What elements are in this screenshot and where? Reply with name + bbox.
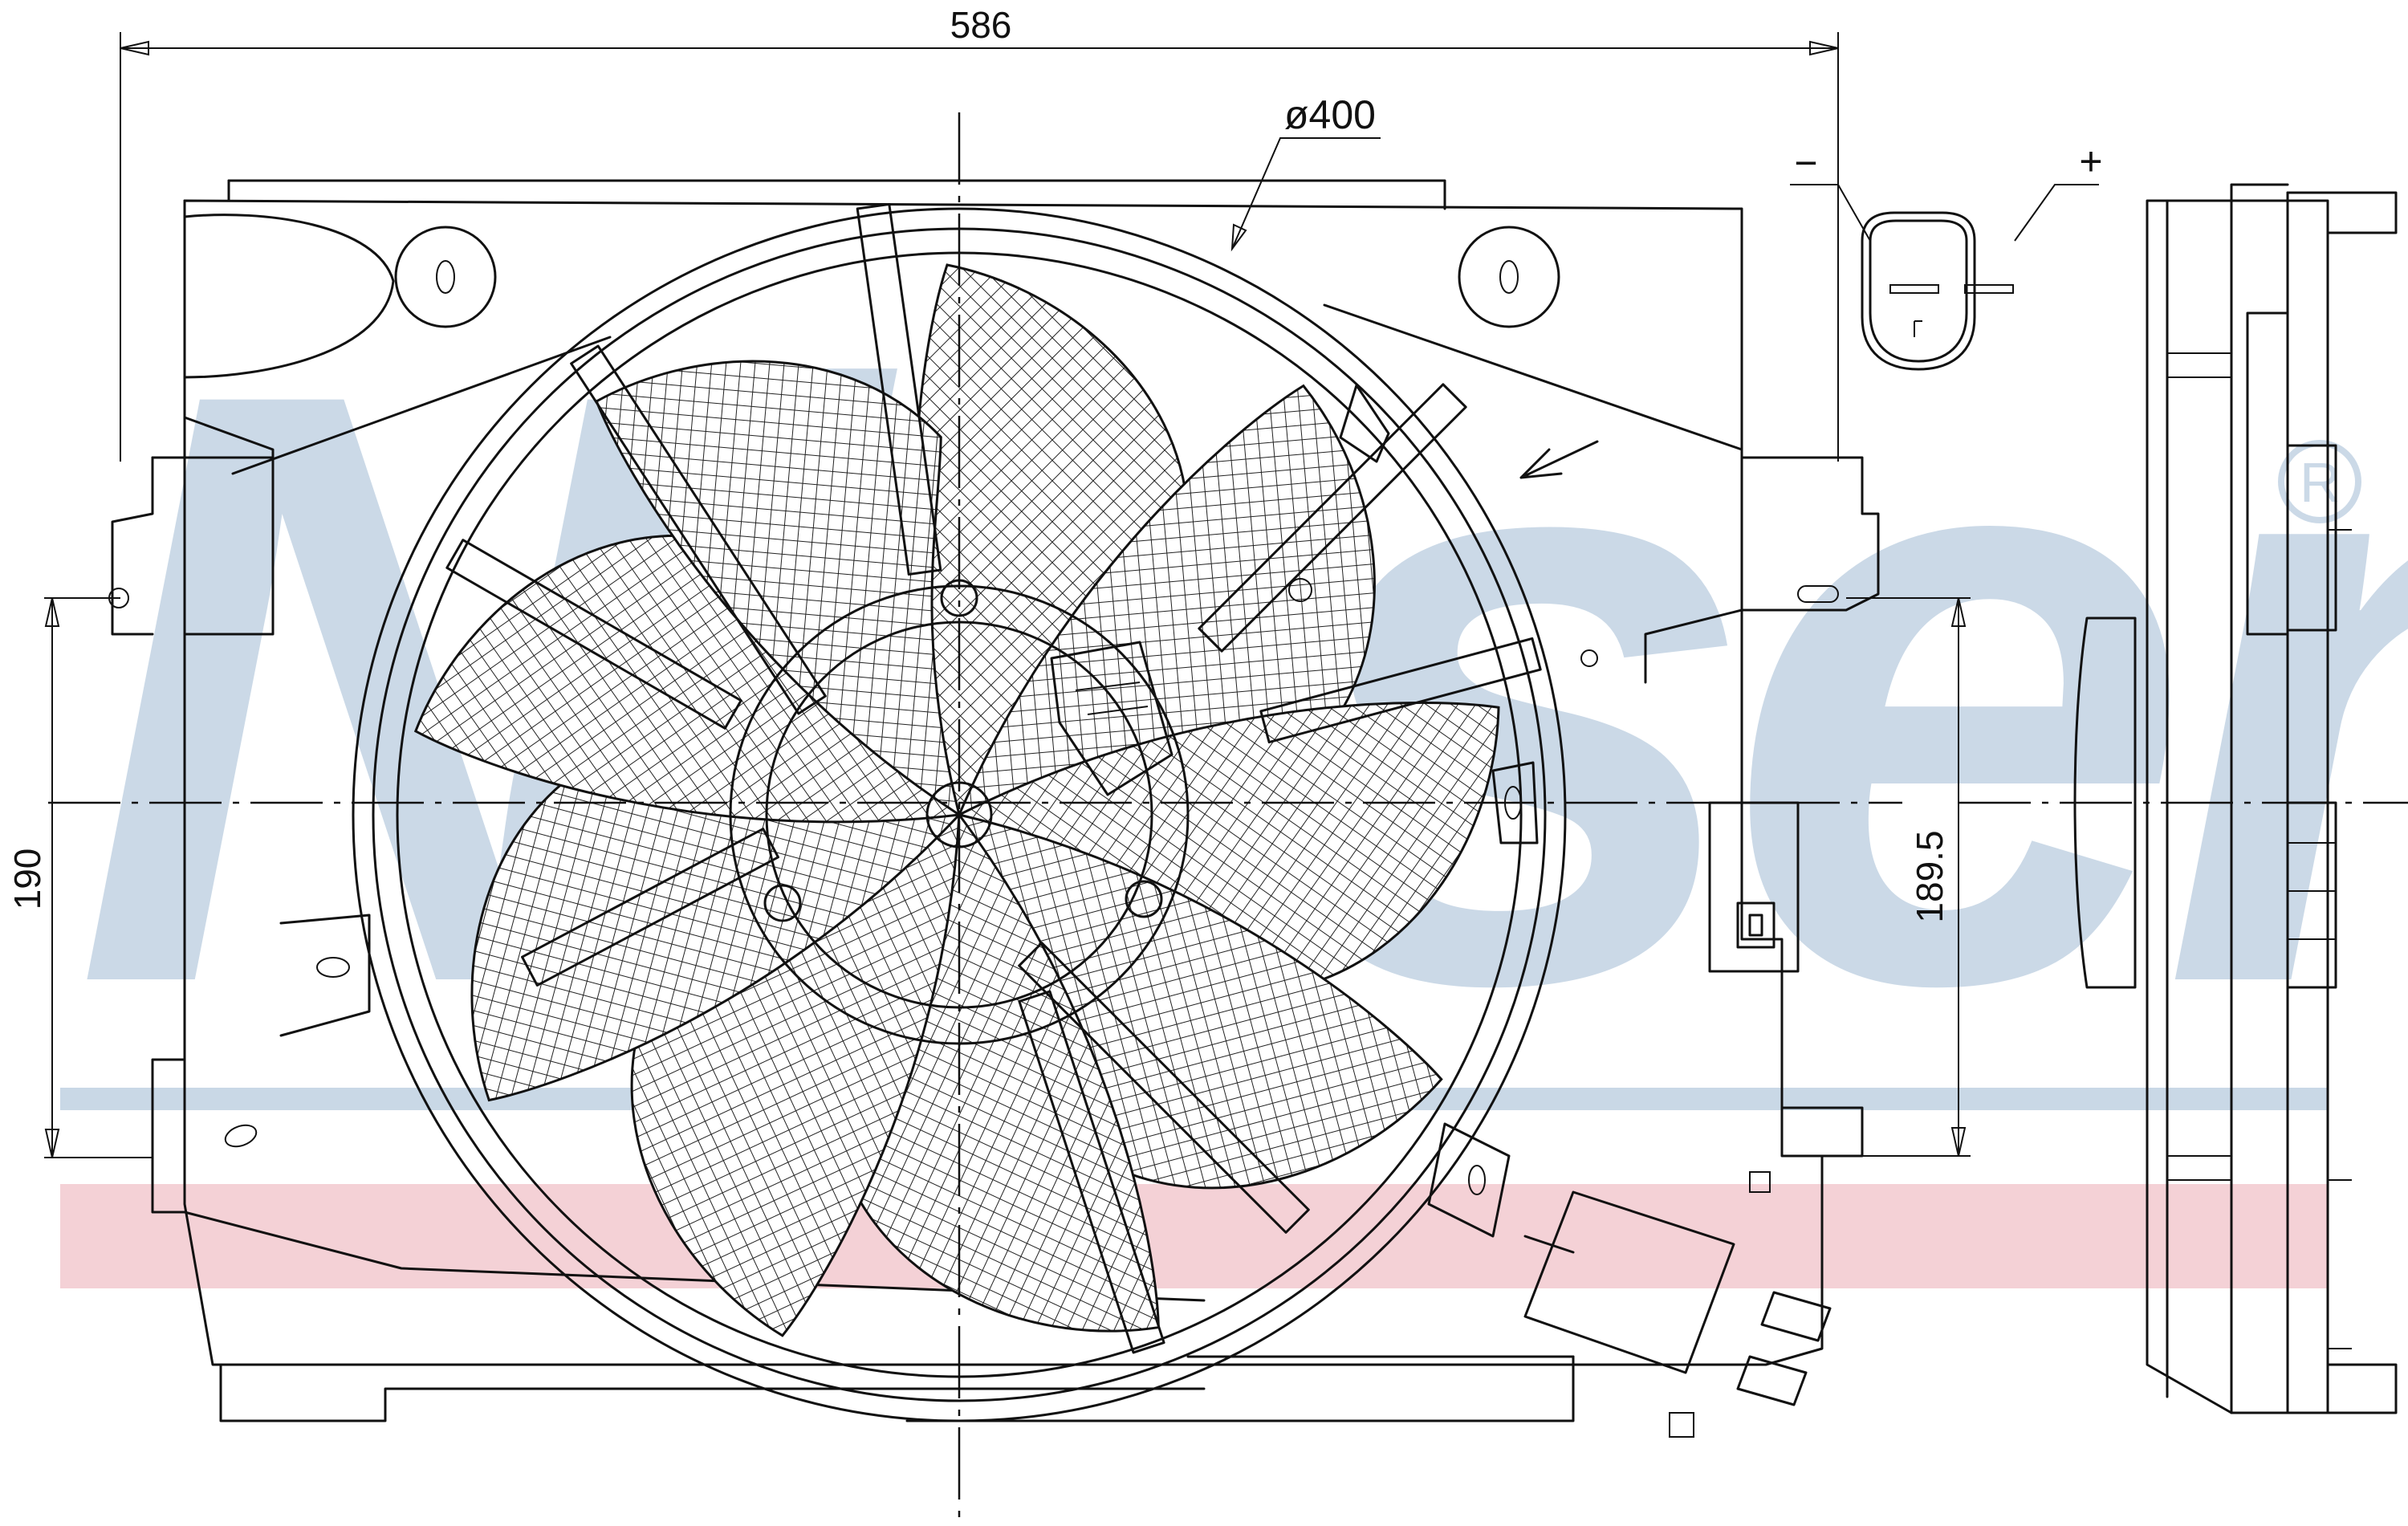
left-height-dimension-label: 190: [6, 848, 48, 910]
mounting-tabs: [1288, 384, 1539, 1238]
diameter-dimension-label: ø400: [1284, 92, 1376, 137]
dimension-diameter: ø400: [1230, 92, 1381, 252]
watermark-stripe-red: [60, 1184, 2328, 1288]
hole-glyphs: [108, 260, 1839, 1148]
shroud-frame: [111, 179, 1880, 1422]
connector-minus-label: −: [1794, 140, 1817, 185]
width-dimension-label: 586: [950, 4, 1012, 46]
right-height-dimension-label: 189.5: [1909, 830, 1950, 922]
dimension-height-left: 190: [6, 597, 153, 1158]
motor-wiring: [1523, 1171, 1832, 1438]
fan-assembly: [352, 202, 1599, 1422]
dimension-height-right: 189.5: [1846, 597, 1971, 1157]
shroud-spokes: [445, 202, 1542, 1354]
rotation-arrow: [1519, 440, 1599, 479]
dimension-width: 586: [120, 4, 1839, 462]
side-view: [2073, 183, 2398, 1414]
registered-mark: R: [2300, 451, 2341, 514]
connector-plus-label: +: [2079, 139, 2102, 184]
connector-detail: − +: [1790, 139, 2103, 371]
